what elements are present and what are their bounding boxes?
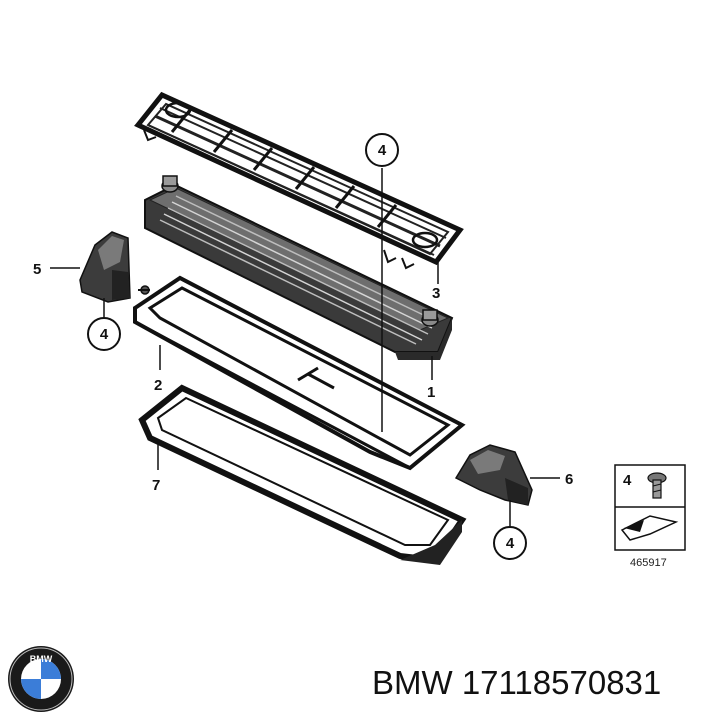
callout-3: 3 (432, 285, 440, 302)
part-number-label: BMW 17118570831 (372, 664, 662, 701)
leader-lines (50, 168, 560, 528)
callout-5: 5 (33, 261, 41, 278)
right-clip-part (454, 444, 533, 506)
svg-text:4: 4 (378, 142, 387, 159)
grille-frame-part (134, 91, 464, 270)
left-clip-part (79, 231, 131, 303)
bmw-logo: BMW (8, 646, 74, 712)
callout-1: 1 (427, 384, 435, 401)
callout-4-top: 4 (365, 133, 399, 167)
callout-7: 7 (152, 477, 160, 494)
seal-gasket-part (138, 384, 467, 565)
oil-cooler-part (144, 175, 454, 360)
svg-text:BMW: BMW (30, 654, 53, 664)
svg-text:4: 4 (100, 326, 109, 343)
callout-2: 2 (154, 377, 162, 394)
bracket-frame-part (133, 275, 466, 471)
callout-4-left: 4 (87, 317, 121, 351)
direction-arrow-icon (620, 515, 679, 541)
callout-6: 6 (565, 471, 573, 488)
screw-icon (647, 472, 667, 499)
svg-text:4: 4 (506, 535, 515, 552)
legend-box: 4 465917 (614, 464, 686, 569)
legend-ref-number: 465917 (630, 557, 667, 569)
legend-item-number: 4 (623, 472, 632, 489)
callout-4-right: 4 (493, 526, 527, 560)
